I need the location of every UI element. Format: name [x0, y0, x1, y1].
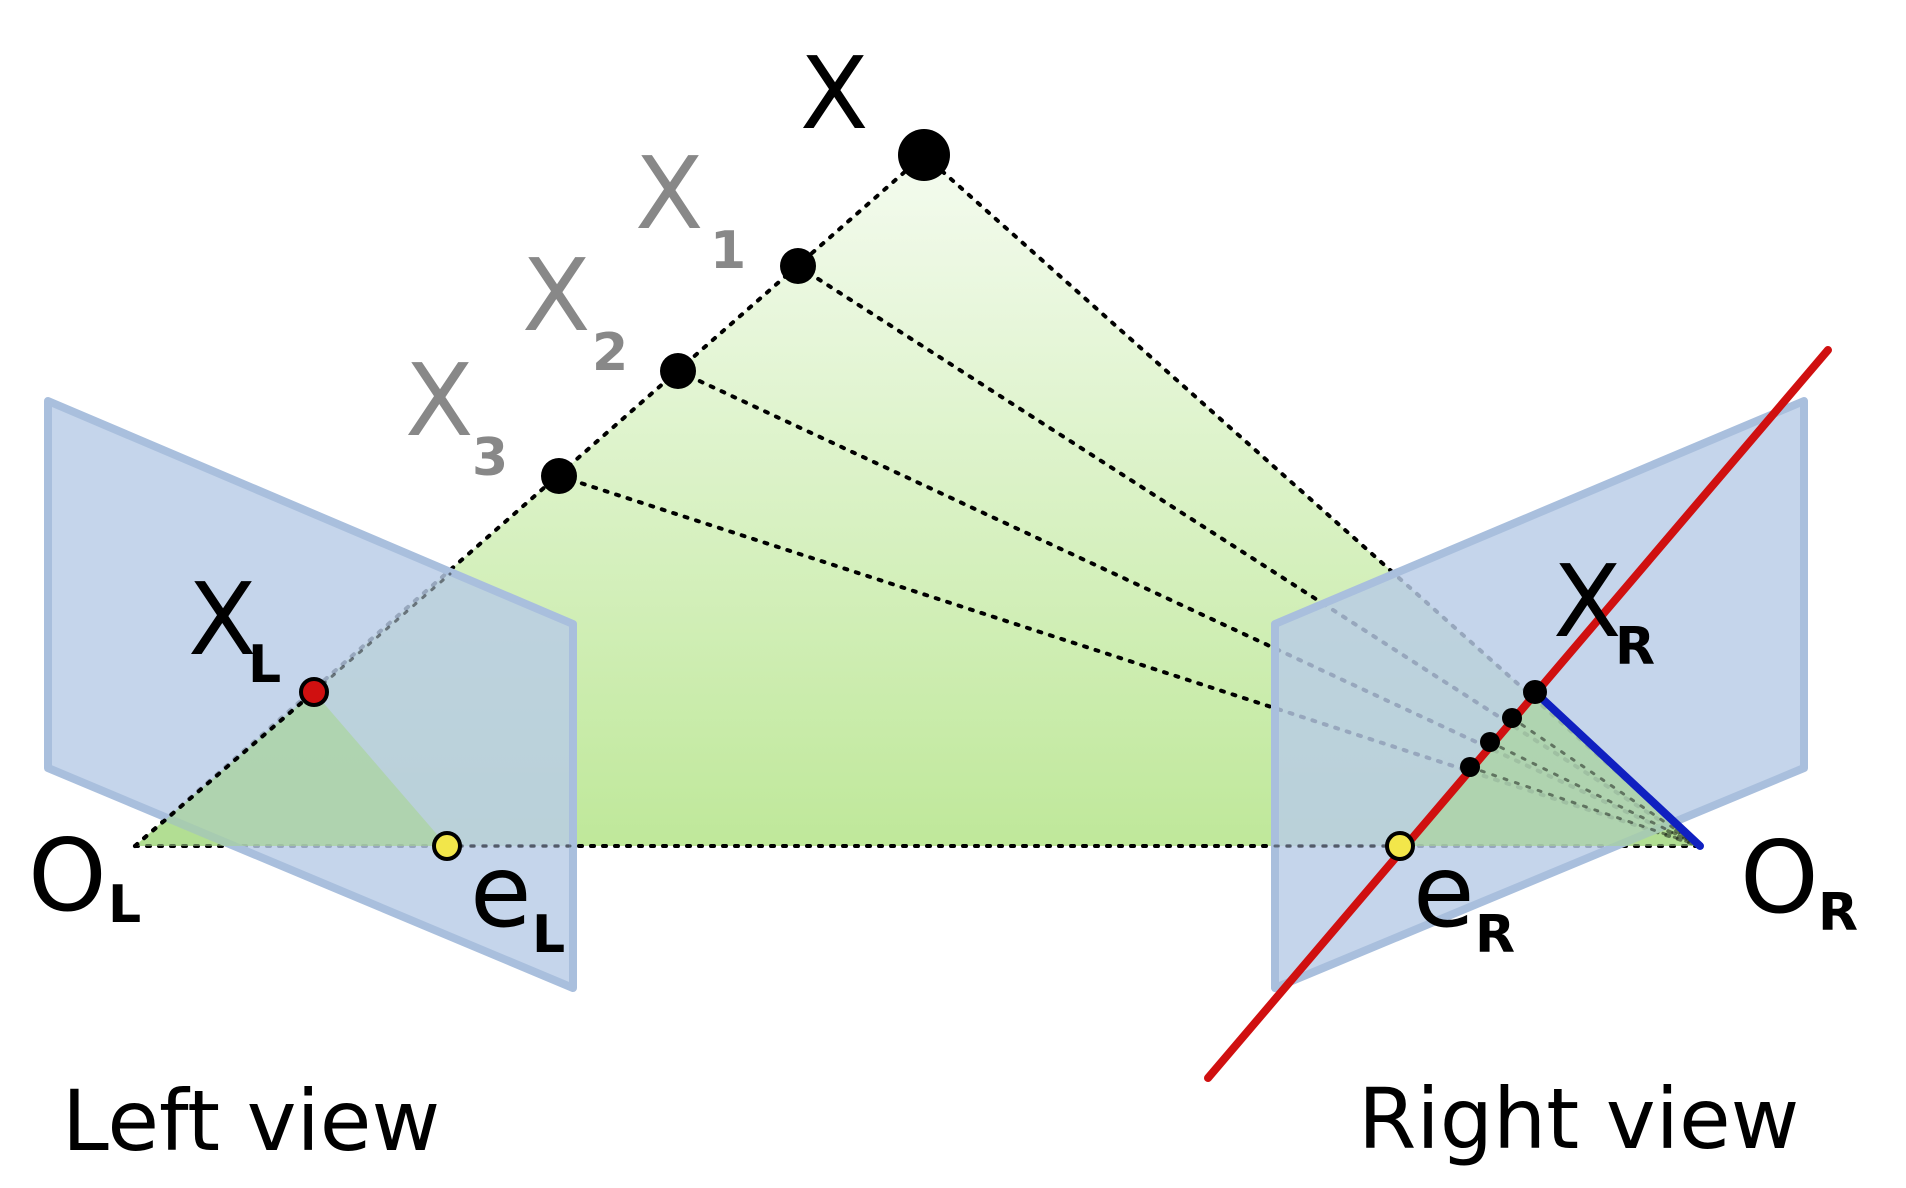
label-x3: X [405, 342, 474, 459]
right-projection-x [1523, 680, 1547, 704]
label-or-sub: R [1818, 883, 1858, 943]
right-plane-section [1400, 692, 1700, 846]
point-x1 [780, 248, 816, 284]
right-projection-x3 [1460, 757, 1480, 777]
label-x1: X [635, 135, 704, 252]
label-x: X [800, 35, 869, 152]
point-x [898, 129, 950, 181]
label-xr-sub: R [1615, 617, 1655, 677]
left-view-caption: Left view [62, 1072, 440, 1170]
right-projection-x1 [1502, 708, 1522, 728]
label-xl-sub: L [248, 635, 281, 695]
right-view-caption: Right view [1358, 1070, 1799, 1168]
label-x1-sub: 1 [710, 221, 746, 281]
right-projection-x2 [1480, 732, 1500, 752]
label-el-sub: L [532, 905, 565, 965]
projected-segment [1531, 688, 1704, 850]
point-x3 [541, 458, 577, 494]
left-ray-segment [133, 690, 316, 848]
ray-x1-to-right [796, 264, 1702, 848]
left-epipole [432, 831, 462, 861]
right-epipole [1385, 831, 1415, 861]
label-x2-sub: 2 [592, 323, 628, 383]
label-xl: X [188, 561, 257, 678]
point-x2 [660, 353, 696, 389]
label-ol-sub: L [108, 875, 141, 935]
label-or: O [1740, 819, 1819, 936]
label-xr: X [1553, 543, 1622, 660]
label-x3-sub: 3 [472, 428, 508, 488]
label-er: e [1413, 833, 1475, 950]
label-ol: O [28, 817, 107, 934]
label-x2: X [522, 237, 591, 354]
left-image-point [299, 677, 329, 707]
label-er-sub: R [1475, 905, 1515, 965]
label-el: e [470, 833, 532, 950]
left-plane-section [135, 692, 447, 846]
